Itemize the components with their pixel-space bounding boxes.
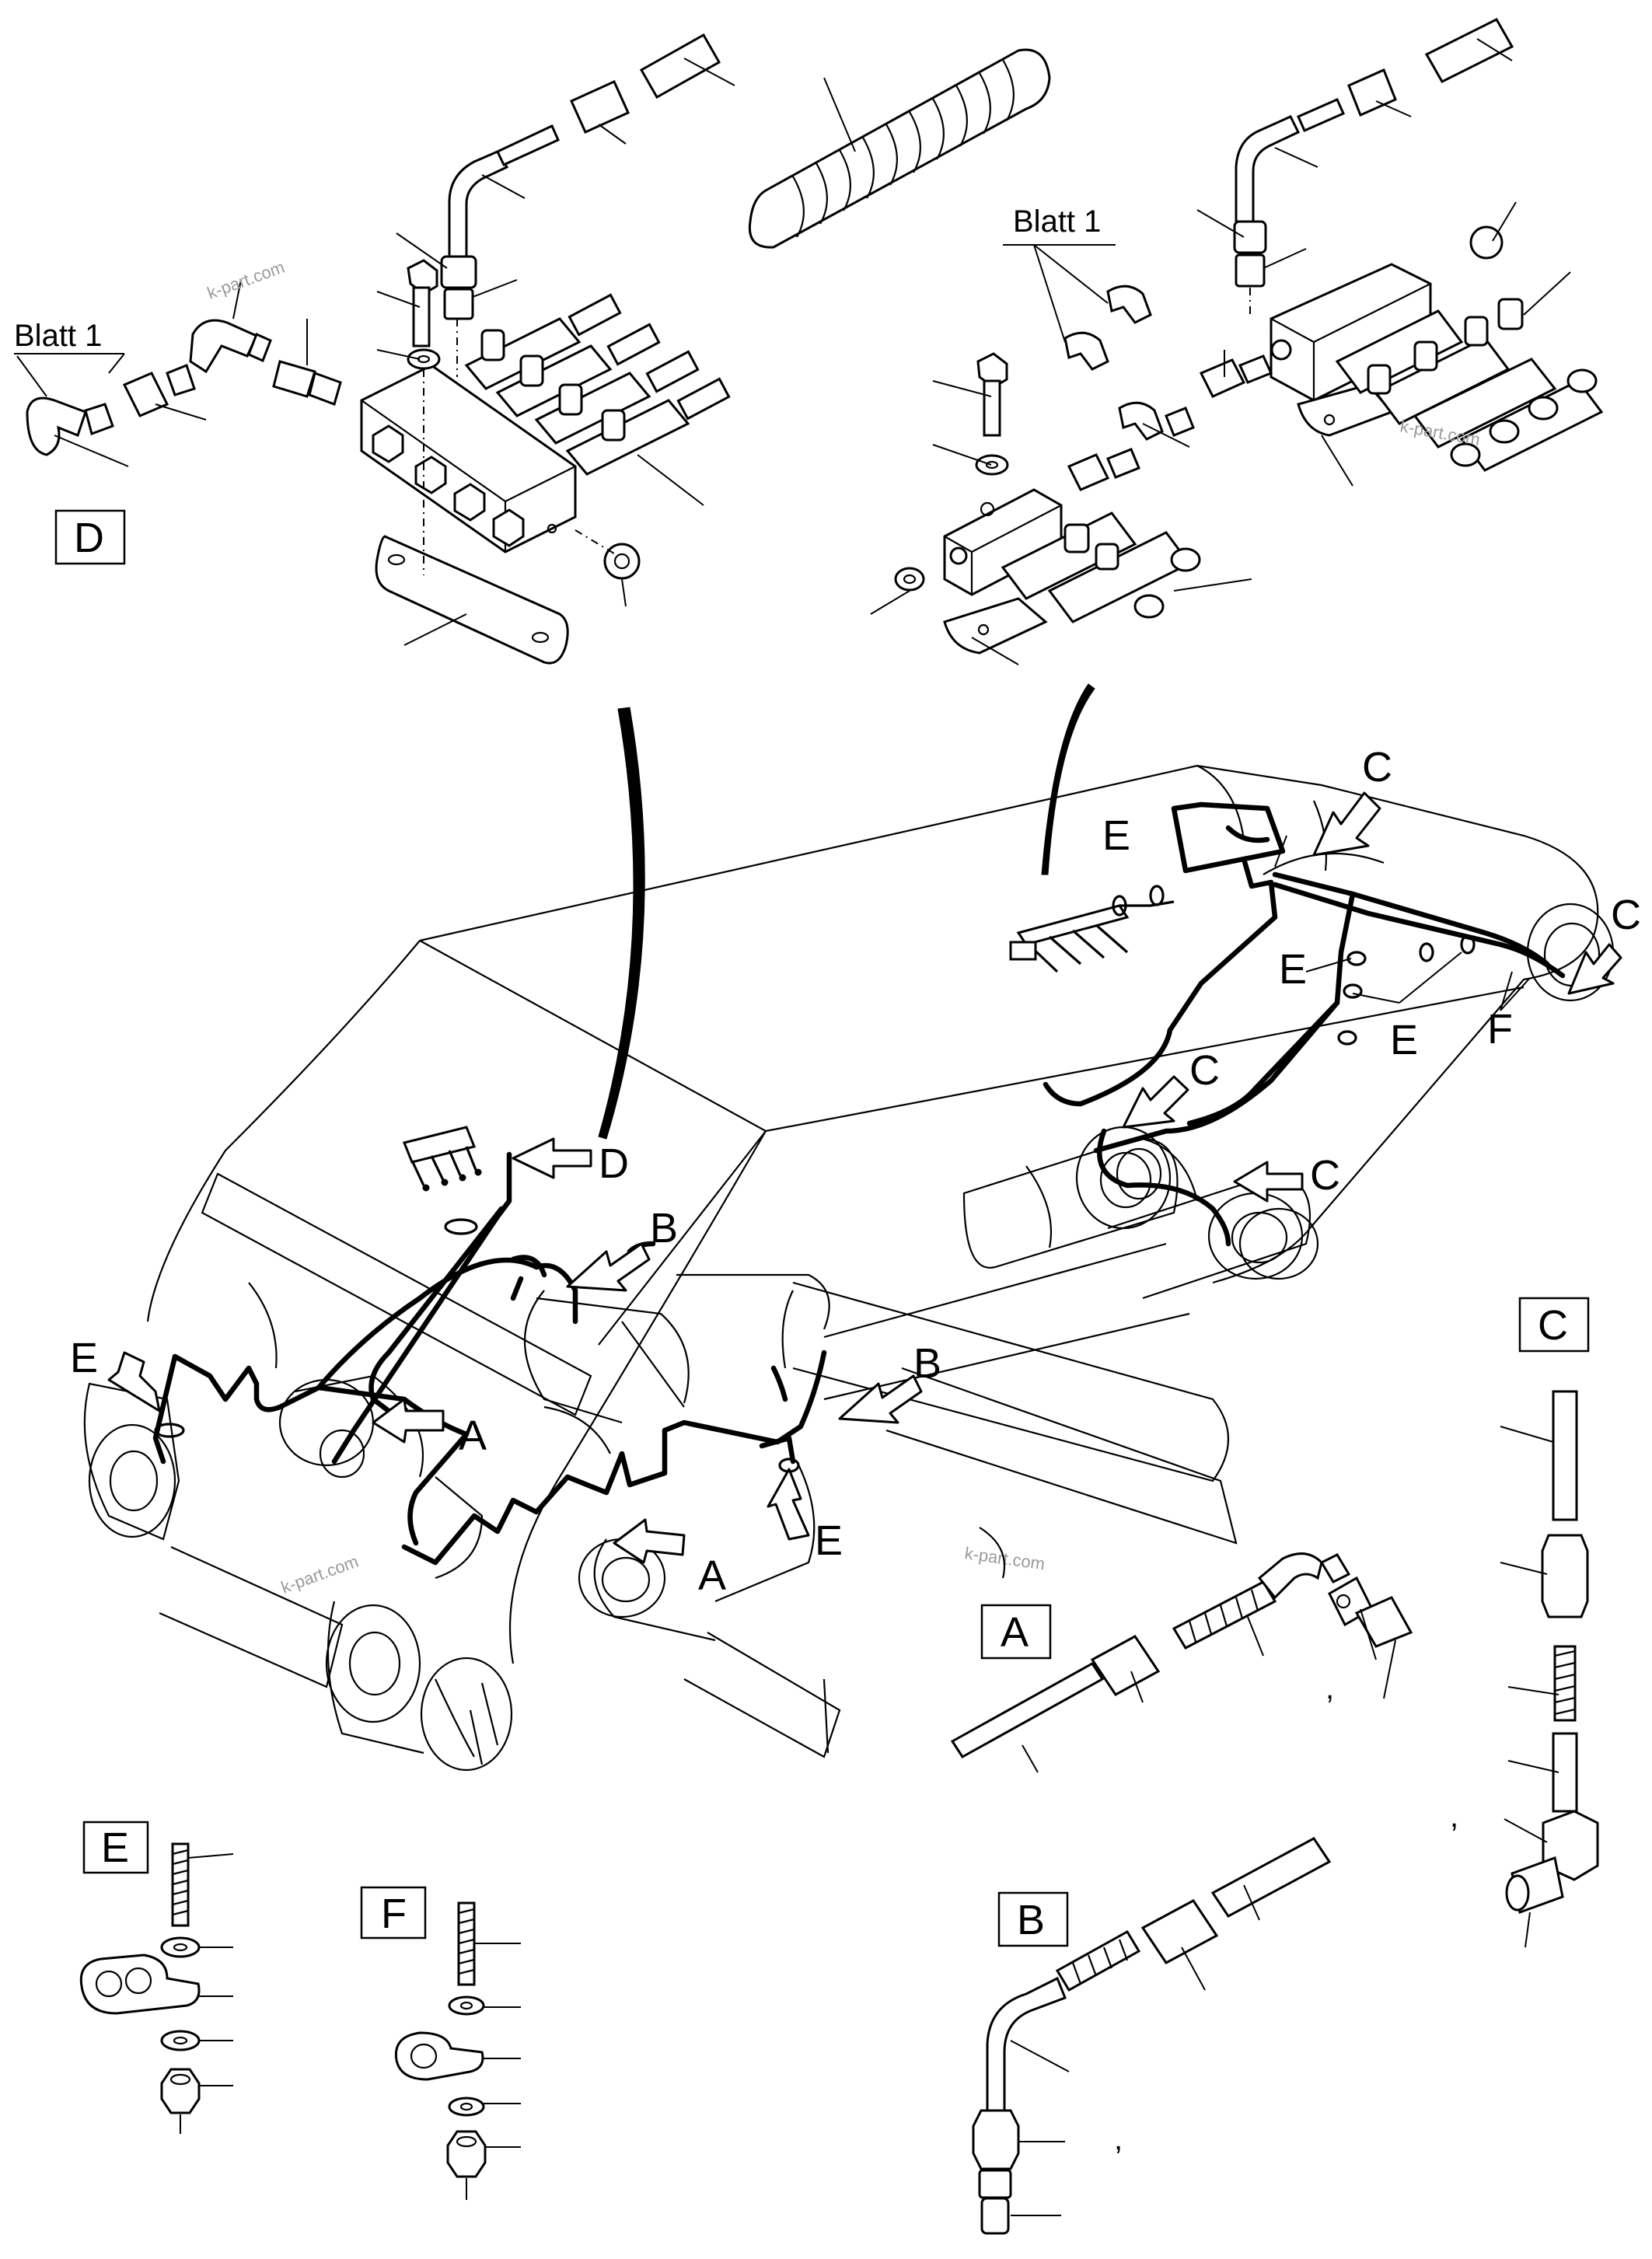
metering-cylinders bbox=[464, 293, 731, 476]
boom-outline bbox=[83, 764, 1615, 1772]
comma-mark-a: , bbox=[1325, 1671, 1334, 1706]
leader-lines-d bbox=[54, 58, 735, 646]
callout-f: F bbox=[1487, 1006, 1513, 1053]
top-elbow-fitting bbox=[440, 33, 721, 320]
callout-e-right: E bbox=[1390, 1017, 1418, 1063]
callout-letters: D B B A A C C C C E E E E E F bbox=[70, 744, 1641, 1599]
detail-c: C , bbox=[1450, 1297, 1599, 1948]
callout-c-middle: C bbox=[1189, 1047, 1220, 1094]
detail-box-c: C bbox=[1538, 1302, 1568, 1349]
callout-b-lower: B bbox=[913, 1340, 941, 1387]
callout-c-top: C bbox=[1362, 744, 1392, 791]
left-fitting-chain bbox=[26, 319, 342, 456]
leader-lines-right bbox=[870, 38, 1571, 665]
callout-arrows bbox=[107, 791, 1622, 1564]
block-port-hexes bbox=[372, 424, 557, 547]
spiral-guard-hose bbox=[748, 48, 1051, 249]
callout-e-top: E bbox=[1102, 812, 1130, 859]
callout-e-left: E bbox=[70, 1335, 98, 1381]
callout-a-upper: A bbox=[459, 1412, 487, 1459]
watermark-3: k-part.com bbox=[278, 1552, 361, 1597]
comma-mark-b: , bbox=[1114, 2122, 1123, 2156]
watermark-1: k-part.com bbox=[204, 257, 287, 303]
blatt-reference-right: Blatt 1 bbox=[1013, 204, 1101, 239]
lubrication-lines bbox=[152, 801, 1566, 1566]
comma-mark-c: , bbox=[1450, 1800, 1458, 1834]
callout-b-upper: B bbox=[650, 1205, 678, 1252]
callout-c-right: C bbox=[1611, 892, 1641, 938]
callout-e-mid: E bbox=[1279, 946, 1307, 993]
blatt-reference-left: Blatt 1 bbox=[14, 319, 102, 353]
mounting-bolt bbox=[407, 259, 441, 370]
detail-box-b: B bbox=[1017, 1897, 1045, 1943]
distributor-block-d: Blatt 1 D bbox=[14, 33, 735, 665]
distributor-block-right: Blatt 1 bbox=[870, 18, 1604, 665]
boom-distributor-right bbox=[1009, 900, 1175, 973]
detail-box-d: D bbox=[74, 515, 104, 561]
detail-box-e: E bbox=[101, 1824, 129, 1871]
boom-distributor-left bbox=[402, 1126, 482, 1192]
callout-e-lower: E bbox=[815, 1517, 843, 1564]
callout-c-lower: C bbox=[1310, 1152, 1340, 1199]
callout-a-lower: A bbox=[698, 1552, 726, 1599]
detail-box-a: A bbox=[1001, 1609, 1029, 1656]
detail-b: B , bbox=[972, 1837, 1332, 2235]
boom-assembly bbox=[83, 764, 1622, 1772]
detail-a: A , bbox=[950, 1552, 1413, 1773]
detail-f: F bbox=[360, 1886, 521, 2200]
callout-d: D bbox=[599, 1140, 629, 1187]
detail-box-f: F bbox=[381, 1891, 407, 1937]
detail-e: E bbox=[79, 1821, 234, 2134]
plug-screw bbox=[603, 543, 641, 580]
